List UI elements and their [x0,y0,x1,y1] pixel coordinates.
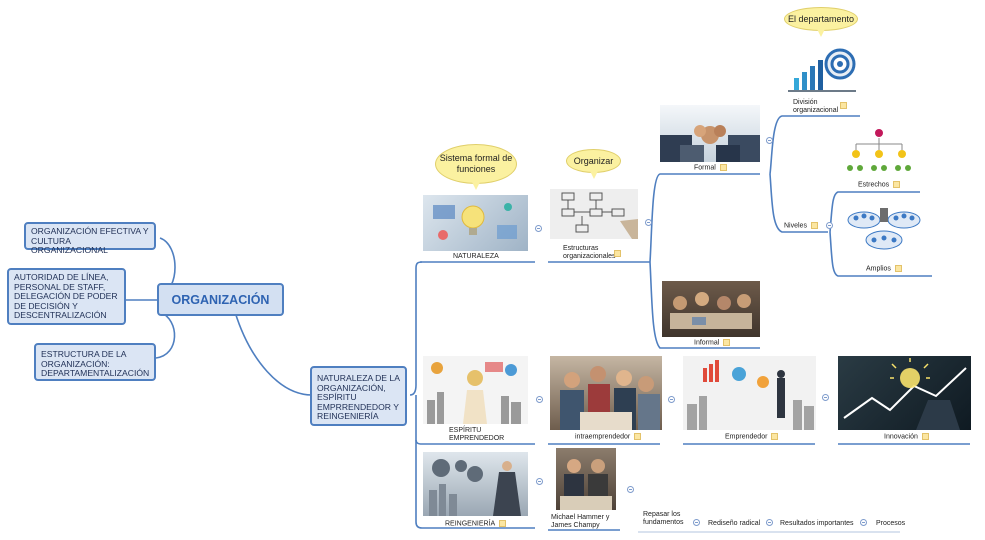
label-procesos[interactable]: Procesos [876,520,905,528]
note-icon[interactable] [921,433,929,440]
collapse-hammer-icon[interactable] [627,486,634,493]
collapse-estructuras-icon[interactable] [645,219,652,226]
collapse-formal-icon[interactable] [766,137,773,144]
estructuras-image [550,189,638,239]
repasar-text: Repasar los fundamentos [643,511,684,526]
note-icon[interactable] [614,250,621,257]
note-icon[interactable] [634,433,642,440]
emprendedor-image [683,356,816,430]
label-resultados[interactable]: Resultados importantes [780,520,854,528]
note-icon[interactable] [719,164,727,171]
informal-image [662,281,760,337]
amplios-text: Amplios [866,265,891,273]
callout-el-departamento: El departamento [784,7,858,37]
collapse-repasar-icon[interactable] [693,519,700,526]
node-autoridad-de-linea[interactable]: AUTORIDAD DE LÍNEA, PERSONAL DE STAFF, D… [7,268,126,325]
estrechos-image [846,128,912,174]
label-repasar[interactable]: Repasar los fundamentos [643,511,689,527]
collapse-emprendedor-icon[interactable] [822,394,829,401]
intraemprendedor-image [550,356,662,430]
hammer-champy-image [556,448,616,510]
innovacion-image [838,356,971,430]
estrechos-text: Estrechos [858,181,890,189]
label-rediseno[interactable]: Rediseño radical [708,520,760,528]
label-espiritu[interactable]: ESPÍRITU EMPRENDEDOR [449,427,505,443]
niveles-text: Niveles [784,222,807,230]
division-image [788,44,856,92]
note-icon[interactable] [723,339,731,346]
innovacion-text: Innovación [884,433,918,441]
note-icon[interactable] [810,222,818,229]
collapse-rediseno-icon[interactable] [766,519,773,526]
division-text: División organizacional [793,99,839,114]
label-hammer[interactable]: Michael Hammer y James Champy [551,514,611,530]
note-icon[interactable] [840,102,847,109]
informal-text: Informal [694,339,720,347]
rediseno-text: Rediseño radical [708,520,761,527]
collapse-resultados-icon[interactable] [860,519,867,526]
label-division[interactable]: División organizacional [793,99,839,115]
collapse-espiritu-icon[interactable] [536,396,543,403]
label-innovacion[interactable]: Innovación [884,433,929,441]
collapse-niveles-icon[interactable] [826,222,833,229]
procesos-text: Procesos [876,520,906,527]
label-reingenieria[interactable]: REINGENIERÍA [445,520,507,528]
label-emprendedor[interactable]: Emprendedor [725,433,779,441]
node-estructura-departamentalizacion[interactable]: ESTRUCTURA DE LA ORGANIZACIÓN: DEPARTAME… [34,343,156,381]
resultados-text: Resultados importantes [780,520,854,527]
label-informal[interactable]: Informal [694,339,731,347]
label-amplios[interactable]: Amplios [866,265,902,273]
formal-text: Formal [694,164,716,172]
label-naturaleza[interactable]: NATURALEZA [453,253,499,261]
label-estructuras[interactable]: Estructuras organizacionales [563,245,621,261]
node-naturaleza-organizacion[interactable]: NATURALEZA DE LA ORGANIZACIÓN, ESPÍRITU … [310,366,407,426]
collapse-reingenieria-icon[interactable] [536,478,543,485]
estructuras-text: Estructuras organizacionales [563,245,616,260]
callout-sistema-formal: Sistema formal de funciones [435,144,517,190]
label-formal[interactable]: Formal [694,164,727,172]
note-icon[interactable] [894,265,902,272]
espiritu-text: ESPÍRITU EMPRENDEDOR [449,427,505,442]
label-estrechos[interactable]: Estrechos [858,181,901,189]
note-icon[interactable] [499,520,507,527]
collapse-naturaleza-icon[interactable] [535,225,542,232]
hammer-text: Michael Hammer y James Champy [551,514,610,529]
note-icon[interactable] [893,181,901,188]
note-icon[interactable] [771,433,779,440]
callout-organizar: Organizar [566,149,621,179]
amplios-image [842,202,926,254]
reingenieria-image [423,452,528,516]
node-organizacion-efectiva[interactable]: ORGANIZACIÓN EFECTIVA Y CULTURA ORGANIZA… [24,222,156,255]
central-topic[interactable]: ORGANIZACIÓN [157,283,284,316]
intraemprendedor-text: intraemprendedor [575,433,631,441]
espiritu-image [423,356,528,424]
naturaleza-image [423,195,528,251]
emprendedor-text: Emprendedor [725,433,768,441]
label-niveles[interactable]: Niveles [784,222,818,230]
collapse-intraemprendedor-icon[interactable] [668,396,675,403]
reingenieria-text: REINGENIERÍA [445,520,496,528]
naturaleza-text: NATURALEZA [453,253,499,260]
label-intraemprendedor[interactable]: intraemprendedor [575,433,642,441]
formal-image [660,105,760,162]
